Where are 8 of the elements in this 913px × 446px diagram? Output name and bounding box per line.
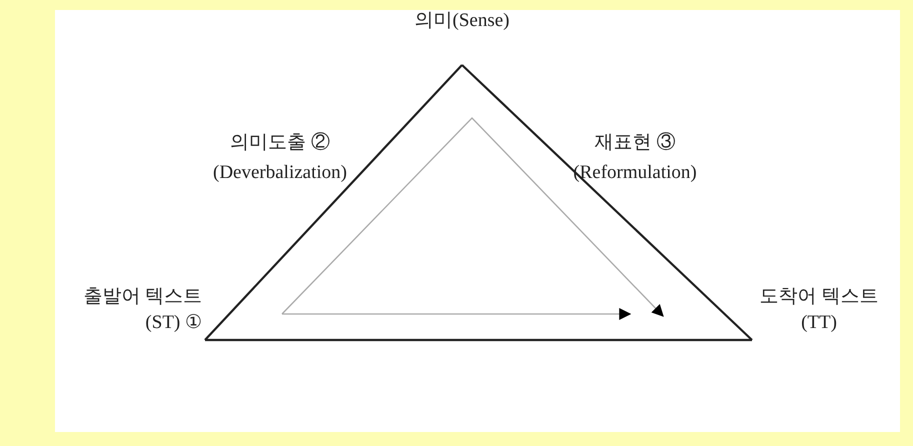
line [461, 64, 753, 341]
stage-label: 재표현 ③ (Reformulation) [572, 131, 698, 185]
vertex-label: 의미(Sense) [400, 8, 524, 34]
vertex-label: 도착어 텍스트 (TT) [754, 284, 884, 336]
stage-label: 의미도출 ② (Deverbalization) [212, 131, 348, 185]
line [205, 338, 752, 342]
vertex-label: 출발어 텍스트 (ST) ① [60, 284, 202, 336]
line [204, 64, 463, 341]
